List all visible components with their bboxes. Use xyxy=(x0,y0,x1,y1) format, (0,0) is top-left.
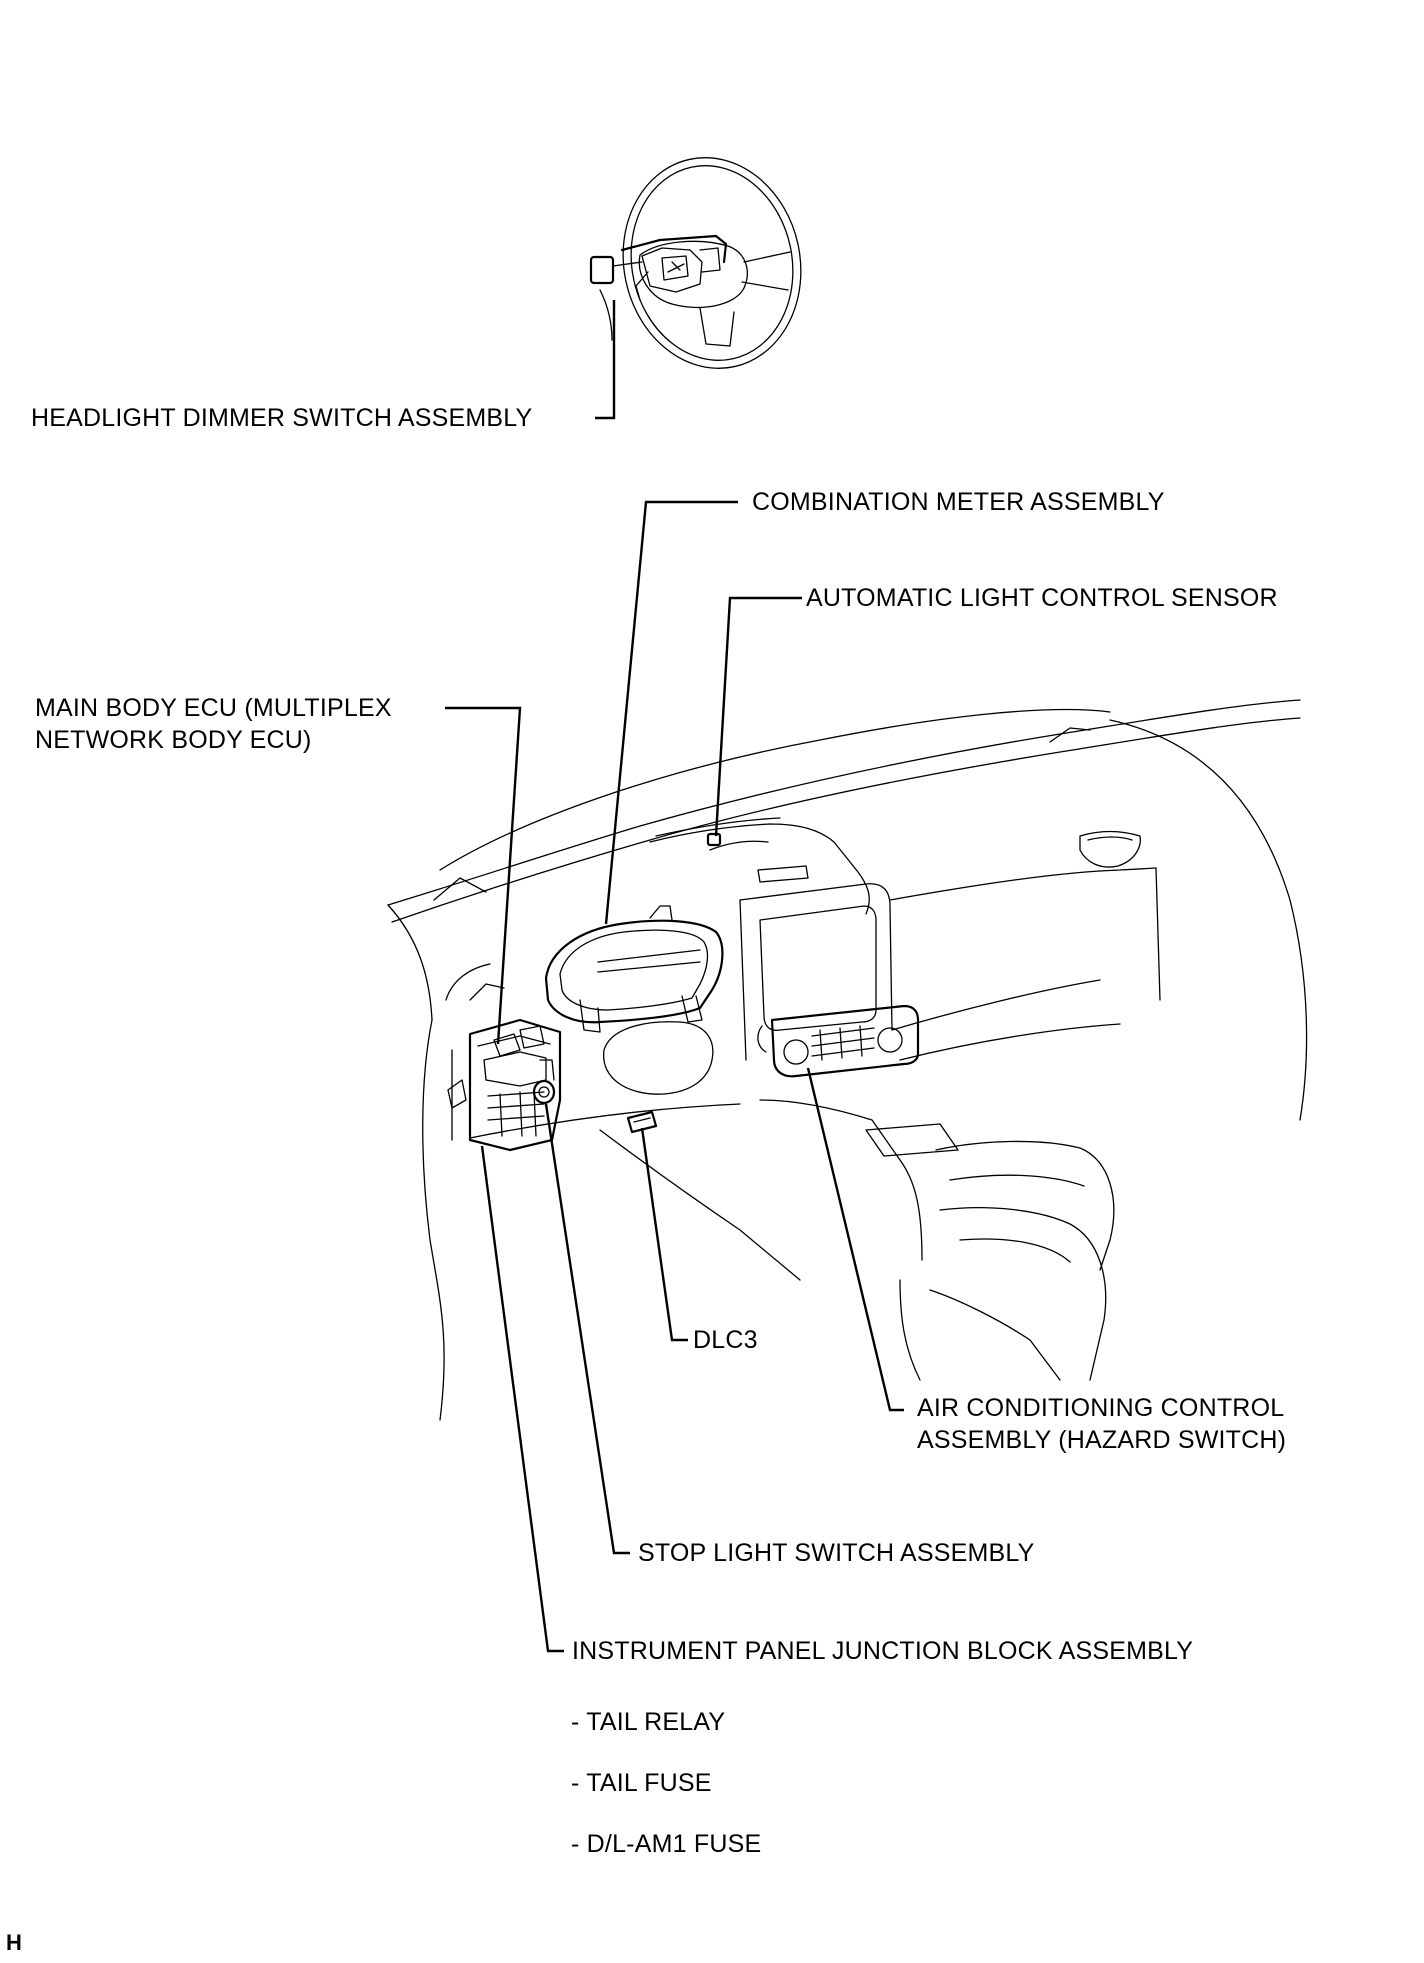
steering-wheel-illustration xyxy=(589,157,802,369)
label-automatic-light-control-sensor: AUTOMATIC LIGHT CONTROL SENSOR xyxy=(806,584,1278,612)
label-air-conditioning-line1: AIR CONDITIONING CONTROL xyxy=(917,1394,1285,1422)
label-dl-am1-fuse: - D/L-AM1 FUSE xyxy=(571,1830,762,1858)
label-combination-meter: COMBINATION METER ASSEMBLY xyxy=(752,488,1165,516)
dashboard-illustration xyxy=(387,699,1308,1421)
label-tail-fuse: - TAIL FUSE xyxy=(571,1769,712,1797)
corner-mark: H xyxy=(6,1930,22,1955)
label-headlight-dimmer-switch: HEADLIGHT DIMMER SWITCH ASSEMBLY xyxy=(31,404,533,432)
label-instrument-panel-junction-block: INSTRUMENT PANEL JUNCTION BLOCK ASSEMBLY xyxy=(572,1637,1194,1665)
label-stop-light-switch: STOP LIGHT SWITCH ASSEMBLY xyxy=(638,1539,1035,1567)
label-main-body-ecu-line1: MAIN BODY ECU (MULTIPLEX xyxy=(35,694,392,722)
leader-lines xyxy=(445,300,904,1653)
label-tail-relay: - TAIL RELAY xyxy=(571,1708,726,1736)
label-air-conditioning-line2: ASSEMBLY (HAZARD SWITCH) xyxy=(917,1426,1287,1454)
label-dlc3: DLC3 xyxy=(693,1326,758,1354)
label-main-body-ecu-line2: NETWORK BODY ECU) xyxy=(35,726,312,754)
